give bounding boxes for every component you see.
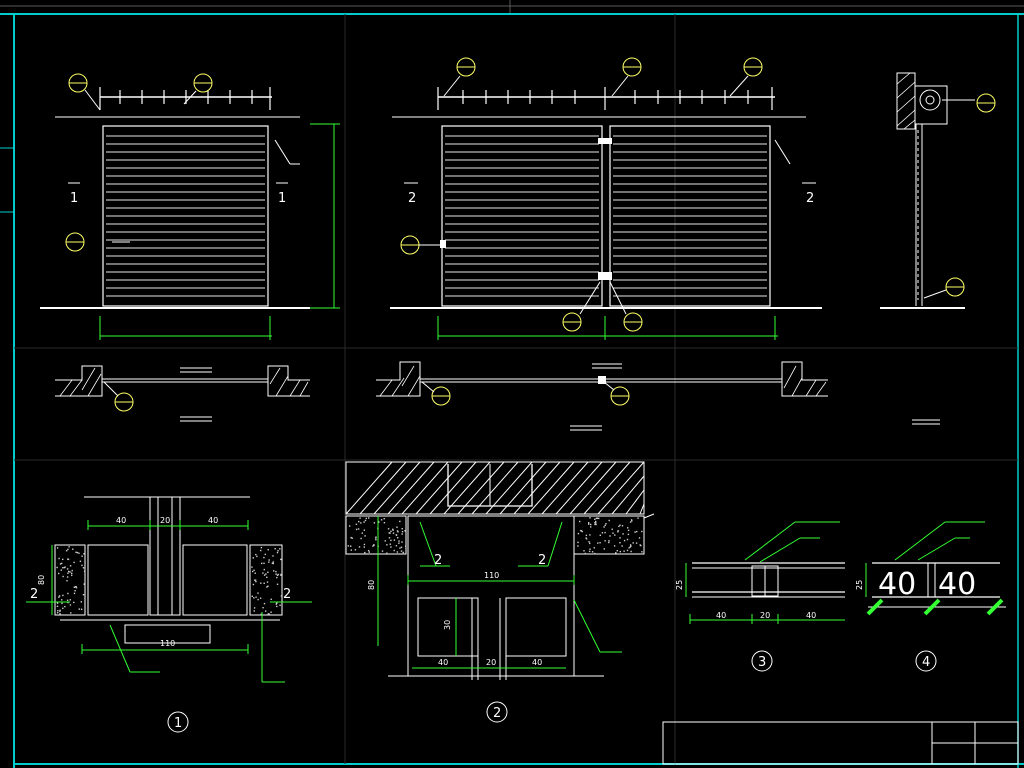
plan-single-door [55,365,310,422]
detail-number-2: 2 [493,706,501,721]
d2-section-left: 2 [434,553,442,568]
d3-dim-mid: 20 [760,611,770,620]
detail-number-4: 4 [922,655,930,670]
detail-number-1: 1 [174,716,182,731]
d1-section-left: 2 [30,587,38,602]
plan-double-door [376,361,828,431]
section-mark-2-left: 2 [408,191,416,206]
d1-dim-bottom: 110 [160,639,175,648]
detail-2: 110 80 30 40 20 40 2 2 2 [345,461,655,723]
d4-dim-height: 25 [855,580,864,590]
detail-number-3: 3 [758,655,766,670]
d1-dim-top-left: 40 [116,516,126,525]
d1-section-right: 2 [283,587,291,602]
detail-3: 40 20 40 25 3 [675,521,845,672]
d1-dim-top-right: 40 [208,516,218,525]
d3-dim-left: 40 [716,611,726,620]
d2-dim-width: 110 [484,571,499,580]
title-block [662,721,1019,765]
d3-dim-height: 25 [675,580,684,590]
d2-dim-bot-left: 40 [438,658,448,667]
elevation-double-door: 2 2 [390,57,822,340]
faint-grid [14,14,1018,764]
elevation-single-door: 1 1 [40,73,340,340]
side-section [880,72,996,425]
detail-1: 40 20 40 110 80 2 2 1 [26,496,312,733]
section-mark-1-right: 1 [278,191,286,206]
d2-dim-bot-mid: 20 [486,658,496,667]
section-mark-2-right: 2 [806,191,814,206]
d2-section-right: 2 [538,553,546,568]
d4-dim-big-left: 40 [878,567,916,602]
d2-dim-bot-right: 40 [532,658,542,667]
d2-dim-inner: 30 [443,620,452,630]
d4-dim-big-right: 40 [938,567,976,602]
section-mark-1-left: 1 [70,191,78,206]
d3-dim-right: 40 [806,611,816,620]
d1-dim-side: 80 [37,575,46,585]
d2-dim-height: 80 [367,580,376,590]
d1-dim-top-mid: 20 [160,516,170,525]
detail-4: 40 40 25 4 [855,521,1006,672]
